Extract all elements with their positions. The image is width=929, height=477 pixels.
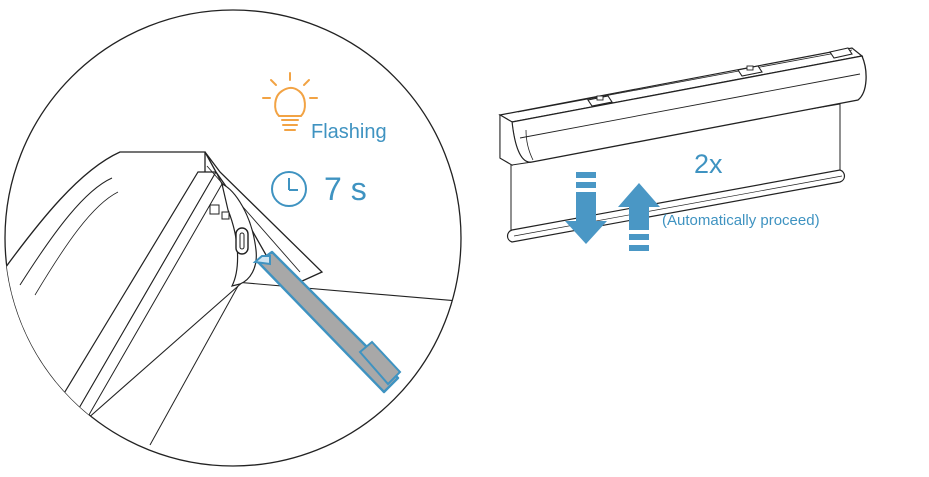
mounting-clips: [587, 47, 853, 107]
lightbulb-icon: [262, 72, 318, 131]
detail-magnifier: Flashing 7 s: [4, 9, 462, 467]
arrow-down-icon: [565, 172, 607, 244]
blind-end-cap-closeup: [5, 151, 461, 446]
clock-icon: [271, 171, 307, 207]
flashing-label: Flashing: [311, 121, 387, 143]
pin-tool: [252, 250, 402, 394]
auto-proceed-note: (Automatically proceed): [662, 212, 820, 229]
duration-label: 7 s: [324, 171, 367, 207]
repeat-count-label: 2x: [694, 149, 723, 179]
arrow-up-icon: [618, 183, 660, 251]
